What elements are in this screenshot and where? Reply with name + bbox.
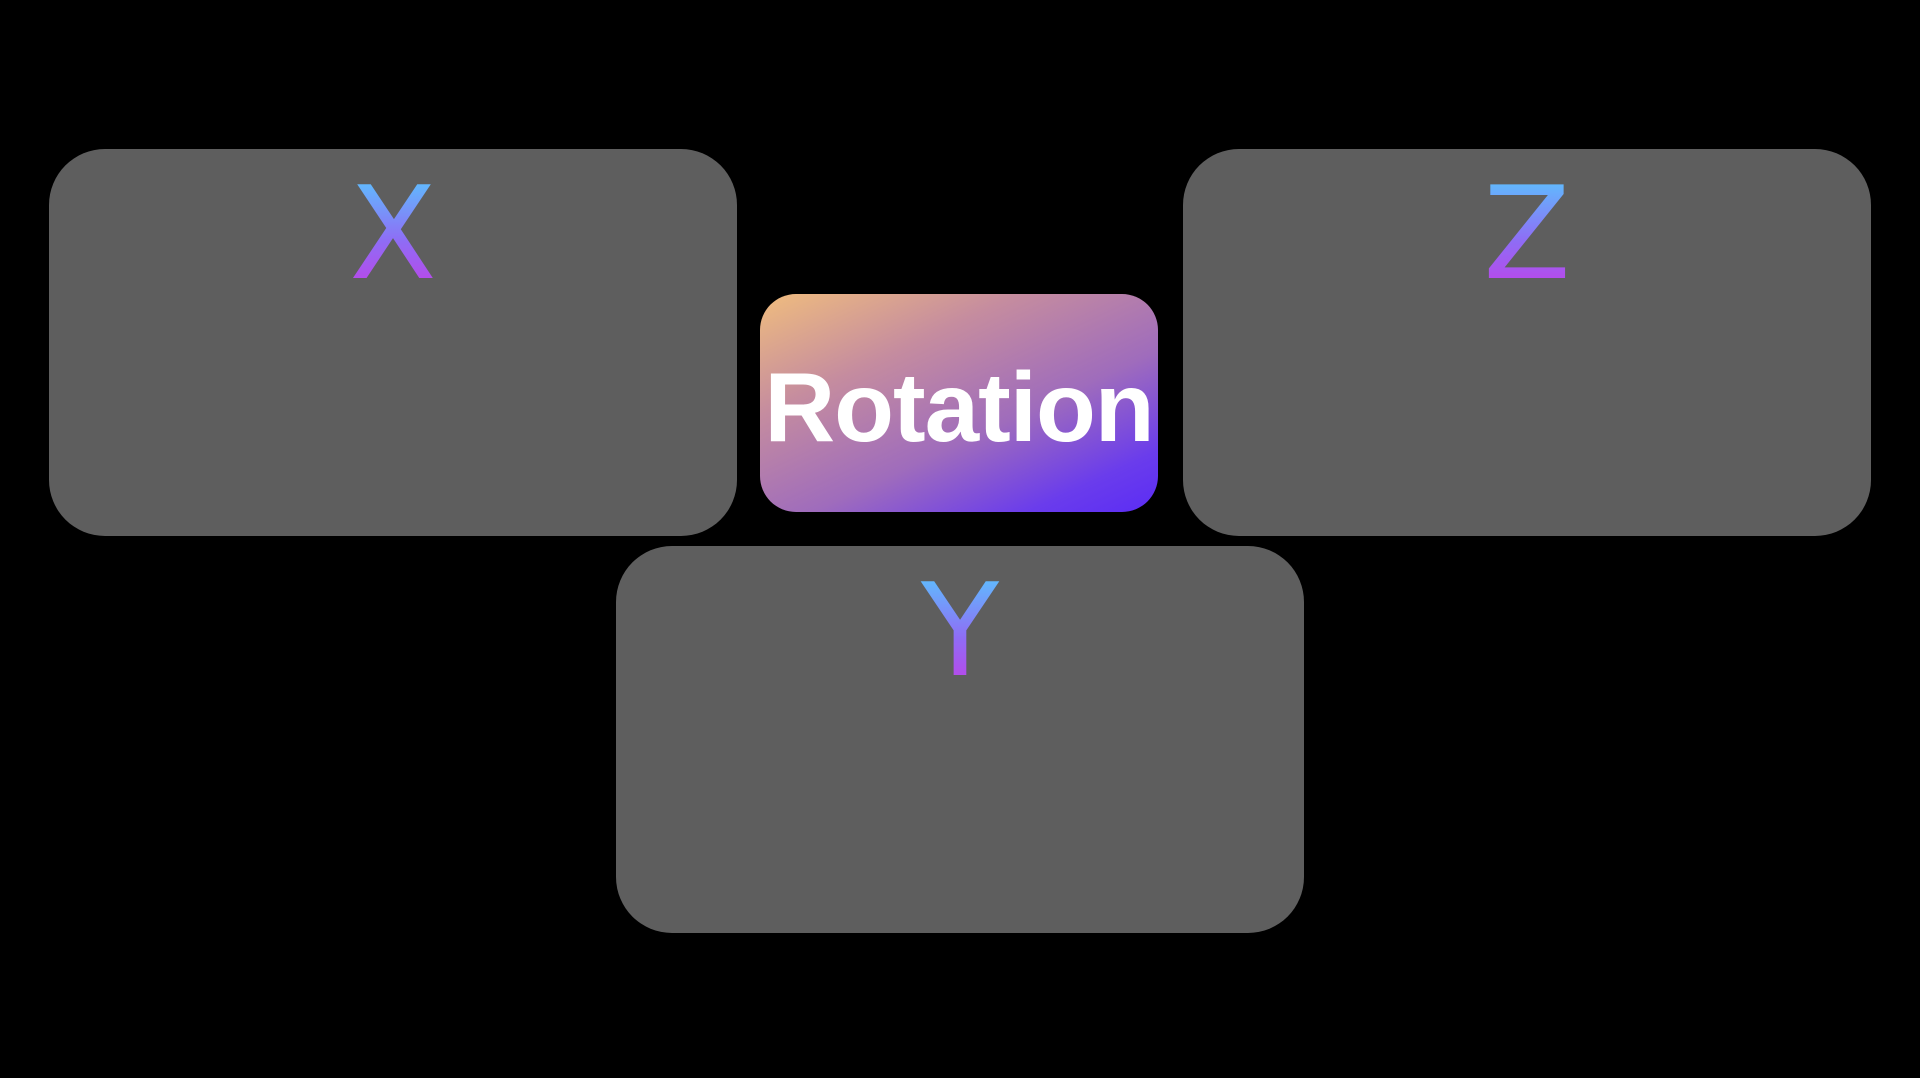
rotation-label: Rotation [764,352,1154,462]
axis-card-z: Z [1183,149,1871,536]
axis-letter-z: Z [1183,171,1871,299]
axis-card-y: Y [616,546,1304,933]
rotation-badge: Rotation [760,294,1158,512]
axis-letter-x: X [49,171,737,299]
axis-letter-y: Y [616,568,1304,696]
axis-card-x: X [49,149,737,536]
